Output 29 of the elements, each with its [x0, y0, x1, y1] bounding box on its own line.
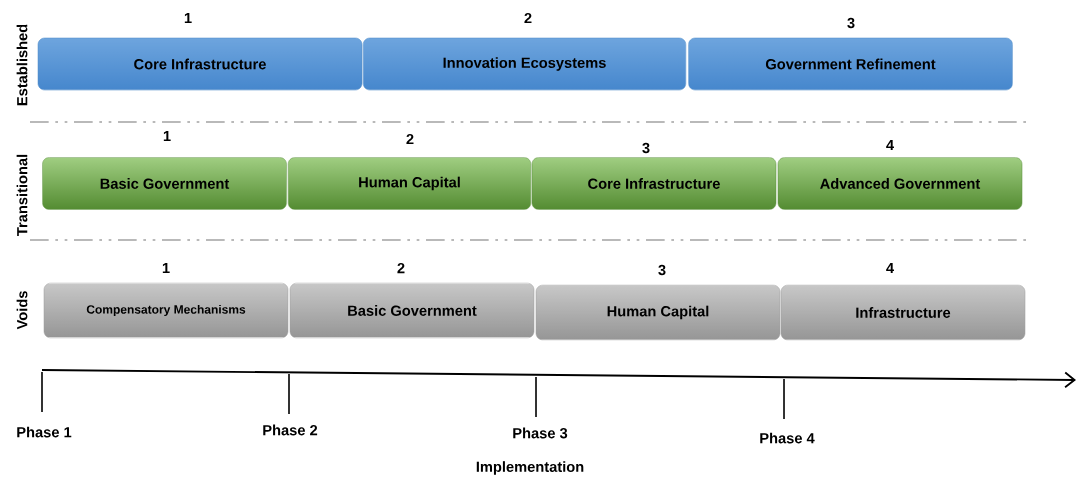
phase-box: Human Capital — [535, 284, 781, 341]
phase-label: Phase 4 — [760, 432, 815, 444]
phase-box: Basic Government — [42, 157, 287, 210]
step-number: 1 — [184, 12, 192, 24]
phase-box: Government Refinement — [688, 37, 1013, 91]
phase-box: Human Capital — [287, 157, 532, 210]
step-number: 1 — [163, 130, 171, 142]
step-number: 3 — [847, 17, 855, 29]
phase-box: Core Infrastructure — [531, 157, 777, 210]
step-number: 3 — [658, 264, 666, 276]
axis-title: Implementation — [476, 461, 584, 475]
phase-label: Phase 2 — [263, 424, 318, 436]
phase-box: Advanced Government — [777, 157, 1023, 210]
step-number: 3 — [642, 142, 650, 154]
step-number: 4 — [886, 262, 894, 274]
step-number: 4 — [886, 139, 894, 151]
row-label: Transitional — [16, 154, 28, 236]
phase-box: Infrastructure — [780, 284, 1026, 341]
step-number: 2 — [406, 133, 414, 145]
row-label: Voids — [16, 291, 28, 330]
phase-box: Innovation Ecosystems — [362, 37, 687, 91]
phase-label: Phase 1 — [17, 426, 72, 438]
phase-box: Basic Government — [289, 282, 535, 339]
step-number: 2 — [524, 12, 532, 24]
phase-box: Compensatory Mechanisms — [43, 282, 289, 339]
step-number: 2 — [397, 262, 405, 274]
phase-label: Phase 3 — [513, 427, 568, 439]
step-number: 1 — [162, 262, 170, 274]
phase-box: Core Infrastructure — [37, 37, 363, 91]
